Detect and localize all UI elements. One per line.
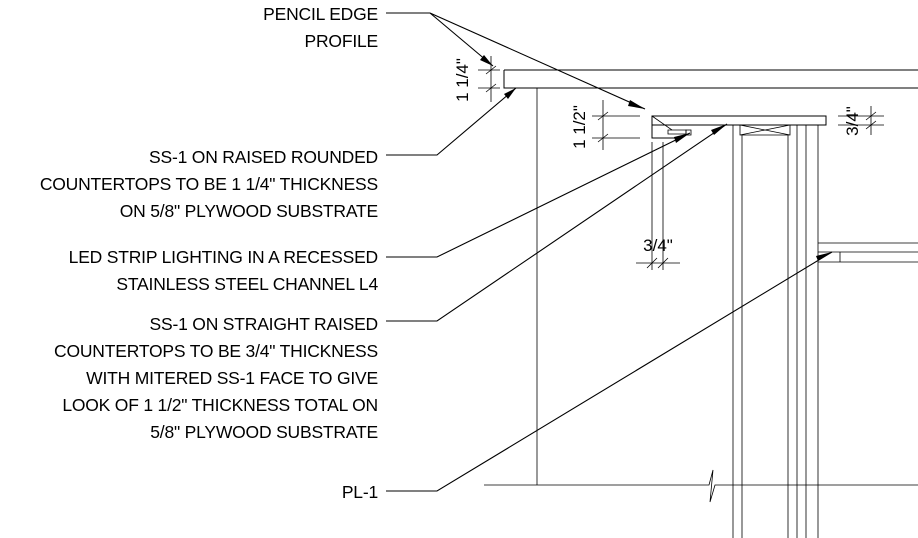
blocking [739,124,791,136]
dimension-rounded: 1 1/4" [453,56,500,102]
arrowhead-ss1-straight [711,124,727,135]
arrowhead-led-strip [674,133,690,143]
arrowhead-ss1-rounded [504,88,516,99]
dim-rounded-label: 1 1/4" [453,58,472,102]
note-led-strip-line-1: LED STRIP LIGHTING IN A RECESSED [69,247,378,267]
upper-countertop-edge [503,70,918,89]
leader-ss1-straight [386,123,728,322]
dim-led-offset-lines [636,142,680,270]
note-ss1-straight: SS-1 ON STRAIGHT RAISED COUNTERTOPS TO B… [54,314,378,442]
dimension-mitered: 1 1/2" [570,100,640,150]
dim-rounded-ticks [485,65,497,93]
dim-mitered-ticks [597,111,609,143]
note-pl1-line-1: PL-1 [342,482,378,502]
led-channel [667,129,687,135]
dim-mitered-lines [592,100,640,150]
leader-led-strip [386,132,691,258]
leader-pl1 [386,251,833,492]
dim-mitered-label: 1 1/2" [570,105,589,149]
dim-straight-ticks [865,111,877,130]
floor-break-line [484,469,918,503]
miter-joint [651,115,673,131]
dim-straight-label: 3/4" [843,106,862,136]
wall-framing [732,125,819,538]
lower-countertop-slab [651,115,827,126]
dim-led-offset-ticks [646,257,669,269]
note-ss1-rounded-line-3: ON 5/8" PLYWOOD SUBSTRATE [120,201,378,221]
note-ss1-rounded: SS-1 ON RAISED ROUNDED COUNTERTOPS TO BE… [40,147,378,221]
dim-led-offset-label: 3/4" [643,236,673,255]
note-ss1-straight-line-5: 5/8" PLYWOOD SUBSTRATE [150,422,378,442]
arrowhead-pencil-edge-a [480,55,493,66]
note-pencil-edge-line-2: PROFILE [305,31,378,51]
arrowhead-pencil-edge-b [628,100,645,109]
note-ss1-straight-line-1: SS-1 ON STRAIGHT RAISED [150,314,378,334]
note-ss1-rounded-line-1: SS-1 ON RAISED ROUNDED [149,147,378,167]
note-pl1: PL-1 [342,482,378,502]
dim-straight-lines [838,106,884,135]
leader-pencil-edge-b [429,12,646,110]
note-pencil-edge-line-1: PENCIL EDGE [263,4,378,24]
note-pencil-edge: PENCIL EDGE PROFILE [263,4,378,51]
note-ss1-straight-line-2: COUNTERTOPS TO BE 3/4" THICKNESS [54,341,378,361]
side-panel [818,242,918,263]
arrowhead-pl1 [816,252,832,261]
dim-rounded-lines [478,56,500,102]
section-geometry [484,69,918,538]
mitered-face [651,116,680,139]
note-led-strip-line-2: STAINLESS STEEL CHANNEL L4 [116,274,378,294]
dimension-straight: 3/4" [838,106,884,136]
led-strip [685,129,692,136]
note-led-strip: LED STRIP LIGHTING IN A RECESSED STAINLE… [69,247,379,294]
note-ss1-straight-line-3: WITH MITERED SS-1 FACE TO GIVE [86,368,378,388]
note-ss1-straight-line-4: LOOK OF 1 1/2" THICKNESS TOTAL ON [62,395,378,415]
leader-ss1-rounded [386,87,517,156]
leader-lines [386,12,833,492]
dimension-led-offset: 3/4" [636,142,680,270]
note-ss1-rounded-line-2: COUNTERTOPS TO BE 1 1/4" THICKNESS [40,174,378,194]
